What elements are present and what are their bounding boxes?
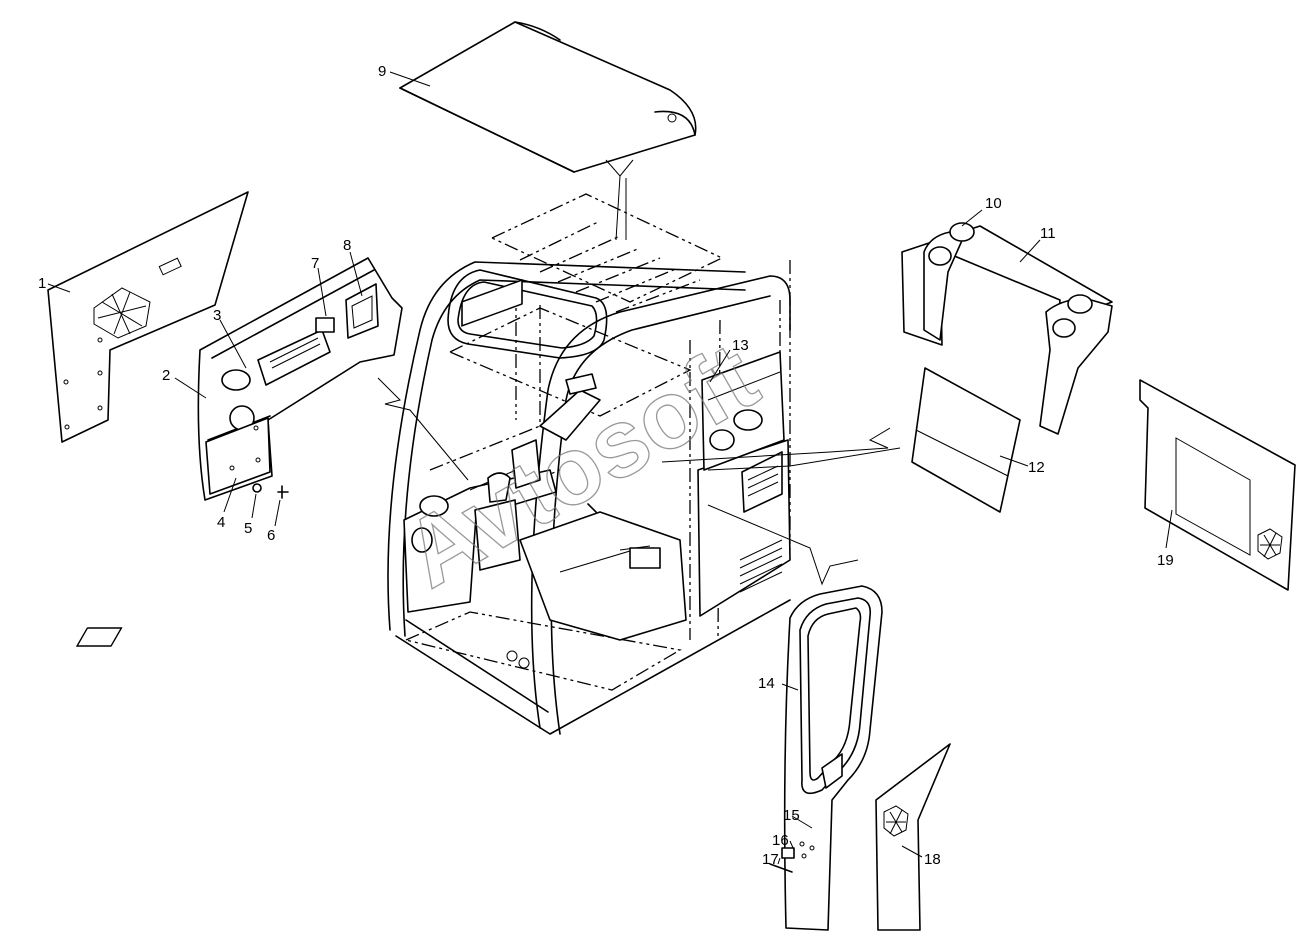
callout-17: 17 (762, 851, 779, 868)
callout-6: 6 (267, 527, 275, 544)
cab-frame (76, 193, 791, 735)
callout-3: 3 (213, 307, 221, 324)
callout-12: 12 (1028, 459, 1045, 476)
callout-11: 11 (1040, 225, 1056, 242)
callout-1: 1 (38, 275, 46, 292)
callout-4: 4 (217, 514, 225, 531)
callout-9: 9 (378, 63, 386, 80)
callout-labels: 1 2 3 4 5 6 7 8 9 10 11 12 13 14 15 16 1… (38, 63, 1174, 868)
callout-2: 2 (162, 367, 170, 384)
door-panel (769, 585, 883, 931)
callout-18: 18 (924, 851, 941, 868)
right-side-panel (1139, 379, 1296, 591)
callout-5: 5 (244, 520, 252, 537)
door-cover-panel (875, 743, 951, 931)
rear-sheet-panel (911, 367, 1021, 513)
right-console (901, 222, 1113, 435)
left-side-panel (47, 191, 249, 443)
callout-8: 8 (343, 237, 351, 254)
left-console (197, 257, 403, 501)
callout-14: 14 (758, 675, 775, 692)
callout-16: 16 (772, 832, 789, 849)
callout-7: 7 (311, 255, 319, 272)
callout-10: 10 (985, 195, 1002, 212)
callout-leaders (47, 71, 1173, 865)
callout-15: 15 (783, 807, 800, 824)
vent-grille (93, 287, 151, 339)
roof-panel (399, 21, 697, 173)
callout-13: 13 (732, 337, 749, 354)
callout-19: 19 (1157, 552, 1174, 569)
assembly-arrows (377, 159, 901, 586)
